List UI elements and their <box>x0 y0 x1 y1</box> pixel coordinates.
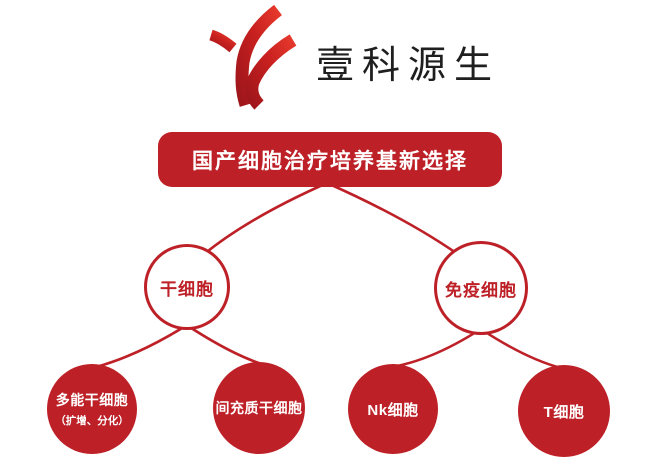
logo-mark-icon <box>209 4 297 110</box>
node-pluripotent-sublabel: （扩增、分化） <box>55 415 129 427</box>
node-pluripotent-label: 多能干细胞 <box>55 392 129 408</box>
node-immune-cells: 免疫细胞 <box>434 241 528 335</box>
node-stem-cells: 干细胞 <box>144 244 230 330</box>
node-mesenchymal-stem-cells: 间充质干细胞 <box>213 362 305 454</box>
headline-banner: 国产细胞治疗培养基新选择 <box>158 132 502 187</box>
node-immune-cells-label: 免疫细胞 <box>445 280 517 300</box>
logo-wordmark: 壹科源生 <box>316 45 501 87</box>
node-pluripotent-stem-cells: 多能干细胞 （扩增、分化） <box>47 364 137 454</box>
node-nk-cells: Nk细胞 <box>348 364 438 454</box>
node-t-label: T细胞 <box>543 403 585 421</box>
node-stem-cells-label: 干细胞 <box>160 279 214 299</box>
node-t-cells: T细胞 <box>518 365 610 457</box>
node-mesenchymal-label: 间充质干细胞 <box>215 400 303 416</box>
headline-text: 国产细胞治疗培养基新选择 <box>192 149 468 173</box>
node-nk-label: Nk细胞 <box>367 401 419 419</box>
